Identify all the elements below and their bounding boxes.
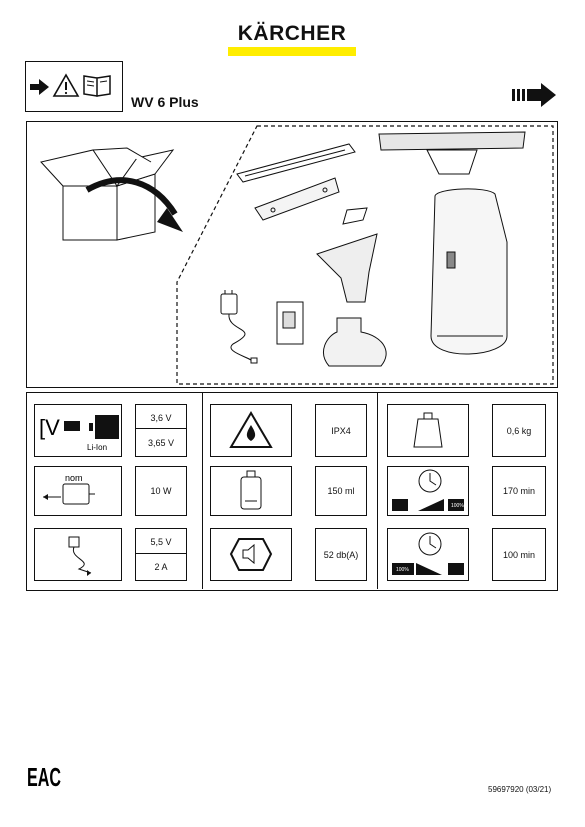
model-title: WV 6 Plus — [131, 94, 199, 110]
charger-spec-icon — [34, 528, 122, 581]
battery-voltage-icon: [V Li-Ion — [34, 404, 122, 457]
tank-value: 150 ml — [315, 466, 367, 516]
weight-value: 0,6 kg — [492, 404, 546, 457]
clock-battery-icon: 100% — [387, 466, 469, 516]
spray-bottle-icon — [316, 207, 387, 367]
water-drop-warning-icon — [210, 404, 292, 457]
clock-charging-icon: 100% — [387, 528, 469, 581]
brand-logo: KÄRCHER — [237, 22, 347, 45]
weight-icon — [387, 404, 469, 457]
noise-value: 52 db(A) — [315, 528, 367, 581]
brand-bar — [228, 47, 356, 56]
warning-triangle-icon — [52, 73, 80, 97]
leaflet-icon — [276, 301, 304, 345]
manual-book-icon — [83, 75, 111, 97]
contents-dashed-frame — [176, 125, 554, 385]
package-contents-box — [26, 121, 558, 388]
protection-value: IPX4 — [315, 404, 367, 457]
power-value: 10 W — [135, 466, 187, 516]
suction-head-icon — [254, 177, 340, 221]
svg-text:[V: [V — [39, 415, 60, 440]
specifications-grid — [26, 392, 558, 591]
wiper-blade-icon — [236, 143, 356, 183]
window-vacuum-icon — [378, 131, 526, 355]
motor-icon: nom — [34, 466, 122, 516]
arrow-icon — [30, 79, 49, 95]
charge-time-value: 100 min — [492, 528, 546, 581]
speaker-icon — [210, 528, 292, 581]
carton-box-icon — [40, 147, 175, 241]
runtime-percent: 100% — [451, 503, 464, 509]
tank-icon — [210, 466, 292, 516]
svg-text:nom: nom — [65, 473, 83, 483]
document-number: 59697920 (03/21) — [488, 785, 552, 794]
unpack-arrow-icon — [85, 177, 178, 216]
battery-voltage-value-2: 3,65 V — [135, 428, 187, 457]
read-manual-box — [25, 61, 123, 112]
eac-mark: EAC — [27, 762, 61, 790]
svg-text:EAC: EAC — [27, 762, 61, 790]
next-arrow-icon[interactable] — [512, 82, 558, 108]
charger-icon — [220, 290, 258, 364]
charger-current-value: 2 A — [135, 553, 187, 581]
svg-text:Li-Ion: Li-Ion — [87, 443, 107, 452]
battery-voltage-value: 3,6 V — [135, 404, 187, 431]
charger-voltage-value: 5,5 V — [135, 528, 187, 556]
runtime-value: 170 min — [492, 466, 546, 516]
charge-percent: 100% — [396, 567, 409, 573]
